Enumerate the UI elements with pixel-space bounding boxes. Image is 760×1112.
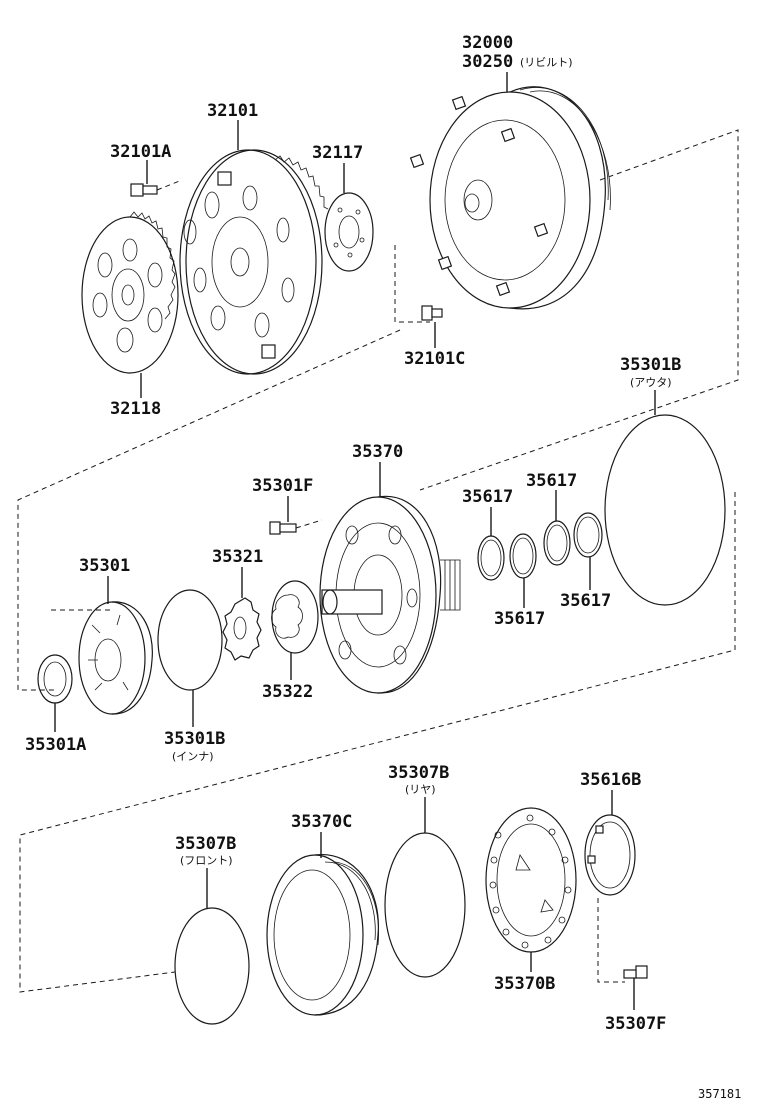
label-32118[interactable]: 32118 [110, 399, 161, 419]
label-35301[interactable]: 35301 [79, 556, 130, 576]
pump-stator[interactable] [485, 807, 577, 953]
label-35301a[interactable]: 35301A [25, 735, 86, 755]
seal-rings[interactable] [477, 512, 603, 581]
label-35307b-rear-note: (リヤ) [405, 783, 436, 796]
label-35370[interactable]: 35370 [352, 442, 403, 462]
seal-rear[interactable] [384, 832, 466, 978]
label-35307b-front[interactable]: 35307B [175, 834, 236, 854]
label-35301f[interactable]: 35301F [252, 476, 313, 496]
part-labels: 32000 30250 (リビルト) 32101 32101A 32117 32… [25, 33, 741, 1101]
label-35617-c[interactable]: 35617 [560, 591, 611, 611]
ring-gear-plate[interactable] [81, 211, 179, 374]
oil-seal[interactable] [37, 654, 73, 704]
bolt-35307f[interactable] [623, 965, 648, 979]
label-35301b-outer[interactable]: 35301B [620, 355, 681, 375]
pump-driven-gear[interactable] [271, 580, 319, 654]
label-35321[interactable]: 35321 [212, 547, 263, 567]
oil-pump-body[interactable] [319, 495, 461, 694]
label-35322[interactable]: 35322 [262, 682, 313, 702]
o-ring-outer[interactable] [604, 414, 726, 606]
torque-converter[interactable] [409, 86, 611, 310]
label-32101[interactable]: 32101 [207, 101, 258, 121]
snap-ring[interactable] [584, 814, 636, 896]
label-35307f[interactable]: 35307F [605, 1014, 666, 1034]
label-35307b-front-note: (フロント) [180, 854, 233, 867]
label-35617-b[interactable]: 35617 [526, 471, 577, 491]
label-35301b-inner[interactable]: 35301B [164, 729, 225, 749]
drive-plate[interactable] [179, 149, 329, 375]
label-35617-a[interactable]: 35617 [462, 487, 513, 507]
reference-frame-lines [17, 129, 739, 993]
o-ring-inner[interactable] [157, 589, 223, 691]
label-32101c[interactable]: 32101C [404, 349, 465, 369]
seal-front[interactable] [174, 907, 250, 1025]
bolt-32101c[interactable] [421, 305, 443, 321]
label-35370b[interactable]: 35370B [494, 974, 555, 994]
label-35370c[interactable]: 35370C [291, 812, 352, 832]
label-35307b-rear[interactable]: 35307B [388, 763, 449, 783]
pump-drive-gear[interactable] [222, 597, 262, 661]
label-30250-note: (リビルト) [520, 56, 573, 69]
spacer-32117[interactable] [324, 192, 374, 272]
label-35301b-inner-note: (インナ) [172, 750, 214, 763]
label-35301b-outer-note: (アウタ) [630, 376, 672, 389]
clutch-drum[interactable] [266, 854, 379, 1016]
label-32000[interactable]: 32000 [462, 33, 513, 53]
label-35616b[interactable]: 35616B [580, 770, 641, 790]
oil-pump-cover[interactable] [78, 601, 153, 715]
label-32101a[interactable]: 32101A [110, 142, 171, 162]
bolt-32101a[interactable] [130, 179, 183, 197]
leader-lines [54, 72, 656, 1010]
label-32117[interactable]: 32117 [312, 143, 363, 163]
figure-id: 357181 [698, 1087, 741, 1101]
label-35617-d[interactable]: 35617 [494, 609, 545, 629]
label-30250[interactable]: 30250 [462, 52, 513, 72]
bolt-35301f[interactable] [269, 519, 323, 535]
